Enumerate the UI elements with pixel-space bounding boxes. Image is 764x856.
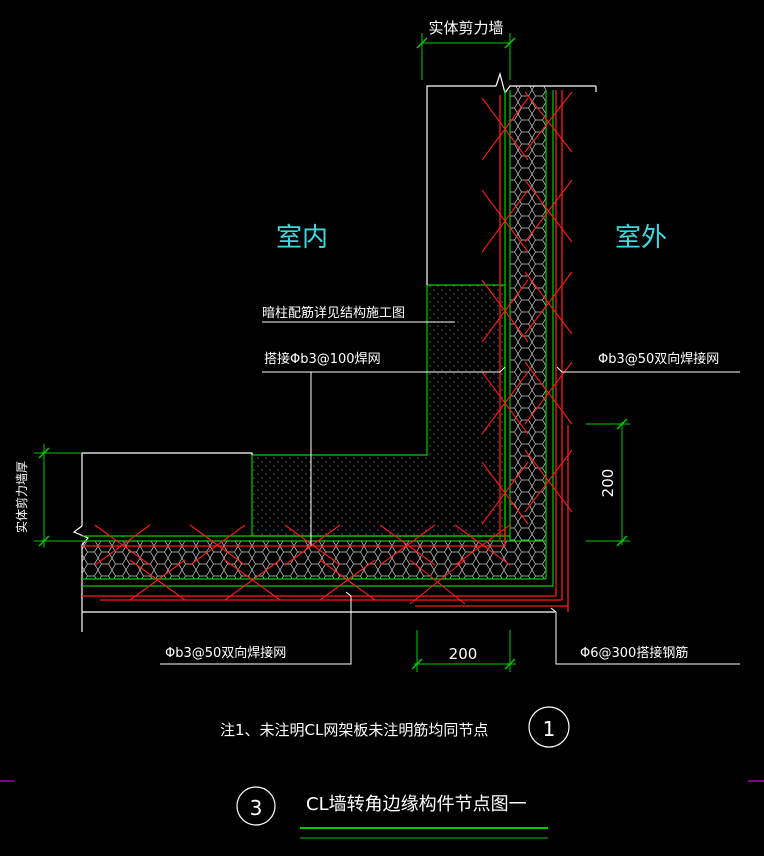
- hidden-column-note: 暗柱配筋详见结构施工图: [262, 305, 405, 321]
- drawing-title: CL墙转角边缘构件节点图一: [306, 794, 527, 815]
- hidden-column-concrete: [251, 284, 506, 537]
- side-wall-dimension: 实体剪力墙厚: [14, 444, 86, 548]
- dim-vertical-200: 200: [599, 469, 617, 498]
- title-number-circle: [236, 786, 276, 826]
- dim-horizontal-200: 200: [449, 645, 478, 663]
- indoor-label: 室内: [276, 223, 328, 253]
- lap-mesh-leader: 搭接Φb3@100焊网: [262, 351, 506, 546]
- hidden-column-leader: 暗柱配筋详见结构施工图: [262, 305, 455, 323]
- outer-mesh-leader: Φb3@50双向焊接网: [556, 351, 740, 373]
- lap-rebar-leader: Φ6@300搭接钢筋: [550, 607, 740, 665]
- lap-rebar-note: Φ6@300搭接钢筋: [580, 645, 688, 661]
- lap-mesh-note: 搭接Φb3@100焊网: [264, 351, 381, 367]
- mesh-boundary-lines: [82, 90, 554, 587]
- lap-rebar-crosses: [94, 91, 573, 605]
- bottom-mesh-note: Φb3@50双向焊接网: [165, 645, 286, 661]
- horizontal-insulation-core: [82, 541, 546, 579]
- vertical-200-dimension: 200: [586, 418, 630, 547]
- footnote-circle: [528, 706, 570, 748]
- horizontal-200-dimension: 200: [411, 630, 516, 672]
- outer-mesh-note: Φb3@50双向焊接网: [598, 351, 719, 367]
- bottom-mesh-leader: Φb3@50双向焊接网: [160, 591, 352, 665]
- outdoor-label: 室外: [615, 223, 667, 253]
- footnote-number: 1: [543, 717, 556, 741]
- top-wall-dimension: 实体剪力墙: [416, 19, 516, 80]
- solid-wall-side-label: 实体剪力墙厚: [14, 461, 29, 533]
- title-number: 3: [250, 796, 263, 820]
- wall-outlines: [72, 71, 597, 632]
- footnote-text: 注1、未注明CL网架板未注明筋均同节点: [220, 721, 488, 739]
- solid-wall-top-label: 实体剪力墙: [428, 19, 503, 37]
